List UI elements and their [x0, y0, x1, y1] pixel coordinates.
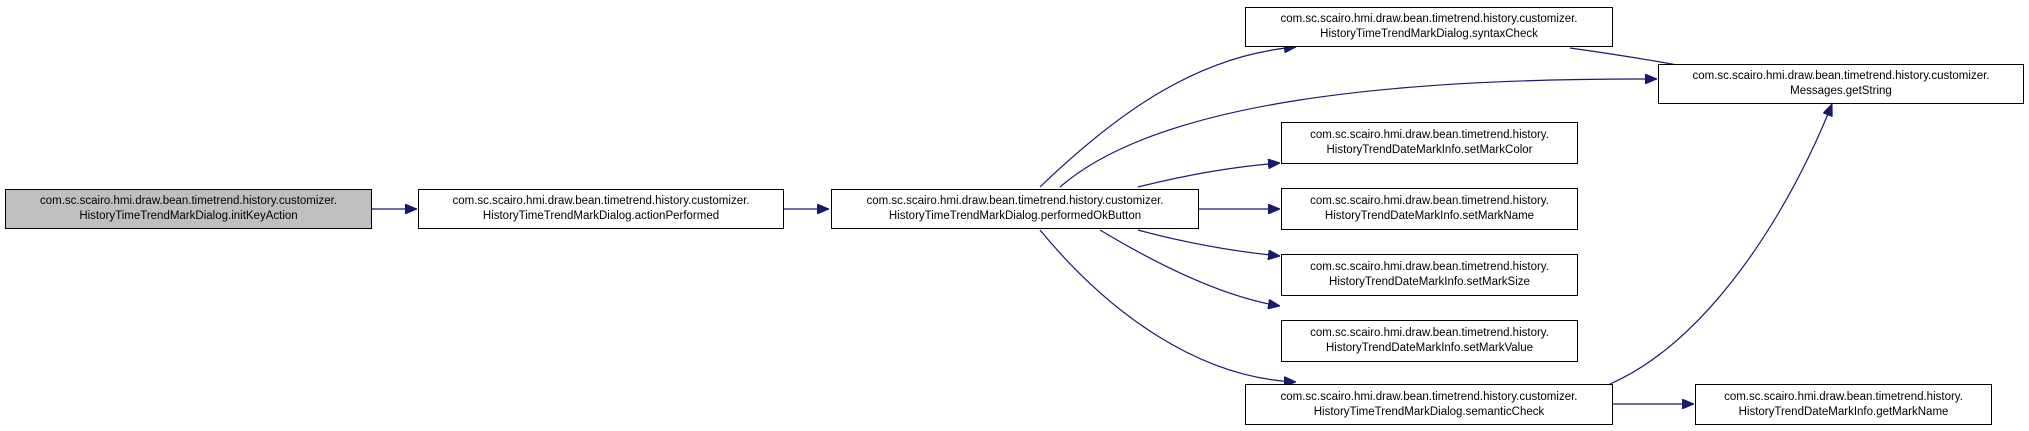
node-setMarkSize[interactable]: com.sc.scairo.hmi.draw.bean.timetrend.hi…	[1281, 254, 1578, 296]
node-setMarkName-line2: HistoryTrendDateMarkInfo.setMarkName	[1324, 210, 1535, 222]
node-syntaxCheck-line2: HistoryTimeTrendMarkDialog.syntaxCheck	[1320, 28, 1538, 40]
node-semanticCheck-line2: HistoryTimeTrendMarkDialog.semanticCheck	[1313, 405, 1545, 418]
node-messagesGetString[interactable]: com.sc.scairo.hmi.draw.bean.timetrend.hi…	[1658, 64, 2024, 104]
node-setMarkValue[interactable]: com.sc.scairo.hmi.draw.bean.timetrend.hi…	[1281, 320, 1578, 362]
node-setMarkValue-line2: HistoryTrendDateMarkInfo.setMarkValue	[1325, 342, 1534, 354]
edge-performedOkButton-to-semanticCheck	[1039, 229, 1296, 382]
node-actionPerformed[interactable]: com.sc.scairo.hmi.draw.bean.timetrend.hi…	[418, 189, 784, 229]
node-setMarkValue-line1: com.sc.scairo.hmi.draw.bean.timetrend.hi…	[1310, 327, 1549, 339]
node-setMarkColor-line1: com.sc.scairo.hmi.draw.bean.timetrend.hi…	[1310, 129, 1549, 141]
node-semanticCheck-line1: com.sc.scairo.hmi.draw.bean.timetrend.hi…	[1280, 390, 1578, 403]
edge-semanticCheck-to-messagesGetString	[1609, 104, 1832, 385]
node-messagesGetString-line1: com.sc.scairo.hmi.draw.bean.timetrend.hi…	[1692, 70, 1990, 82]
node-setMarkName[interactable]: com.sc.scairo.hmi.draw.bean.timetrend.hi…	[1281, 188, 1578, 230]
node-getMarkName[interactable]: com.sc.scairo.hmi.draw.bean.timetrend.hi…	[1695, 384, 1992, 425]
node-getMarkName-line1: com.sc.scairo.hmi.draw.bean.timetrend.hi…	[1724, 390, 1963, 403]
node-performedOkButton-line1: com.sc.scairo.hmi.draw.bean.timetrend.hi…	[866, 195, 1164, 207]
edge-performedOkButton-to-setMarkSize	[1137, 229, 1280, 256]
edge-performedOkButton-to-messagesGetString	[1059, 79, 1657, 188]
node-syntaxCheck-line1: com.sc.scairo.hmi.draw.bean.timetrend.hi…	[1280, 13, 1578, 25]
node-setMarkColor-line2: HistoryTrendDateMarkInfo.setMarkColor	[1326, 144, 1533, 156]
node-setMarkSize-line2: HistoryTrendDateMarkInfo.setMarkSize	[1329, 276, 1530, 288]
node-getMarkName-line2: HistoryTrendDateMarkInfo.getMarkName	[1738, 405, 1949, 418]
node-initKeyAction-line1: com.sc.scairo.hmi.draw.bean.timetrend.hi…	[40, 195, 337, 207]
node-syntaxCheck[interactable]: com.sc.scairo.hmi.draw.bean.timetrend.hi…	[1245, 7, 1613, 47]
edge-performedOkButton-to-syntaxCheck	[1039, 47, 1296, 188]
node-setMarkSize-line1: com.sc.scairo.hmi.draw.bean.timetrend.hi…	[1310, 261, 1549, 273]
node-actionPerformed-line2: HistoryTimeTrendMarkDialog.actionPerform…	[482, 210, 720, 222]
node-messagesGetString-line2: Messages.getString	[1790, 85, 1892, 97]
node-actionPerformed-line1: com.sc.scairo.hmi.draw.bean.timetrend.hi…	[452, 195, 750, 207]
node-performedOkButton[interactable]: com.sc.scairo.hmi.draw.bean.timetrend.hi…	[831, 189, 1199, 229]
node-initKeyAction-line2: HistoryTimeTrendMarkDialog.initKeyAction	[79, 210, 298, 222]
edge-performedOkButton-to-setMarkValue	[1099, 229, 1280, 306]
node-initKeyAction[interactable]: com.sc.scairo.hmi.draw.bean.timetrend.hi…	[5, 189, 372, 229]
node-setMarkColor[interactable]: com.sc.scairo.hmi.draw.bean.timetrend.hi…	[1281, 122, 1578, 164]
node-semanticCheck[interactable]: com.sc.scairo.hmi.draw.bean.timetrend.hi…	[1245, 384, 1613, 425]
node-performedOkButton-line2: HistoryTimeTrendMarkDialog.performedOkBu…	[888, 210, 1142, 222]
edge-performedOkButton-to-setMarkColor	[1137, 163, 1280, 188]
node-setMarkName-line1: com.sc.scairo.hmi.draw.bean.timetrend.hi…	[1310, 195, 1549, 207]
